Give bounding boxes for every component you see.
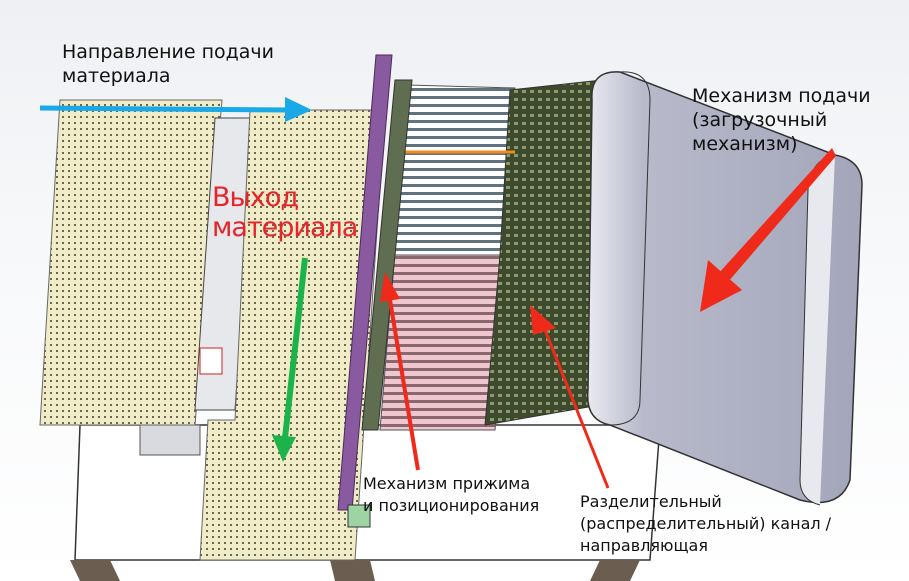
clamp-pointer-arrow xyxy=(380,272,420,471)
label-line: Разделительный xyxy=(580,492,722,511)
positioning-block xyxy=(347,504,371,528)
label-line: направляющая xyxy=(580,536,708,555)
material-output-label: Выход материала xyxy=(212,182,358,243)
clamp-mechanism-label: Механизм прижима и позиционирования xyxy=(363,473,539,517)
label-line: (распределительный) канал / xyxy=(580,514,832,533)
label-line: механизм) xyxy=(692,133,798,155)
label-line: Механизм подачи xyxy=(692,85,871,107)
feed-direction-arrow xyxy=(39,97,312,122)
separator-channel-label: Разделительный (распределительный) канал… xyxy=(580,491,831,557)
separator-pointer-arrow xyxy=(530,305,610,489)
feed-direction-label: Направление подачи материала xyxy=(62,40,274,88)
control-label-plate xyxy=(199,347,223,375)
label-line: Механизм прижима xyxy=(363,474,531,493)
label-line: и позиционирования xyxy=(363,496,540,515)
feed-mechanism-label: Механизм подачи (загрузочный механизм) xyxy=(692,84,871,156)
clamp-guide xyxy=(361,79,413,431)
output-arrow xyxy=(272,257,308,462)
label-line: Направление подачи xyxy=(62,41,274,63)
label-line: материала xyxy=(62,65,171,87)
left-perforated-panel xyxy=(39,99,223,426)
label-line: материала xyxy=(212,212,358,243)
striped-channel-section xyxy=(394,84,516,256)
label-line: (загрузочный xyxy=(692,109,828,131)
label-line: Выход xyxy=(212,182,299,213)
feed-pointer-arrow xyxy=(700,148,836,312)
